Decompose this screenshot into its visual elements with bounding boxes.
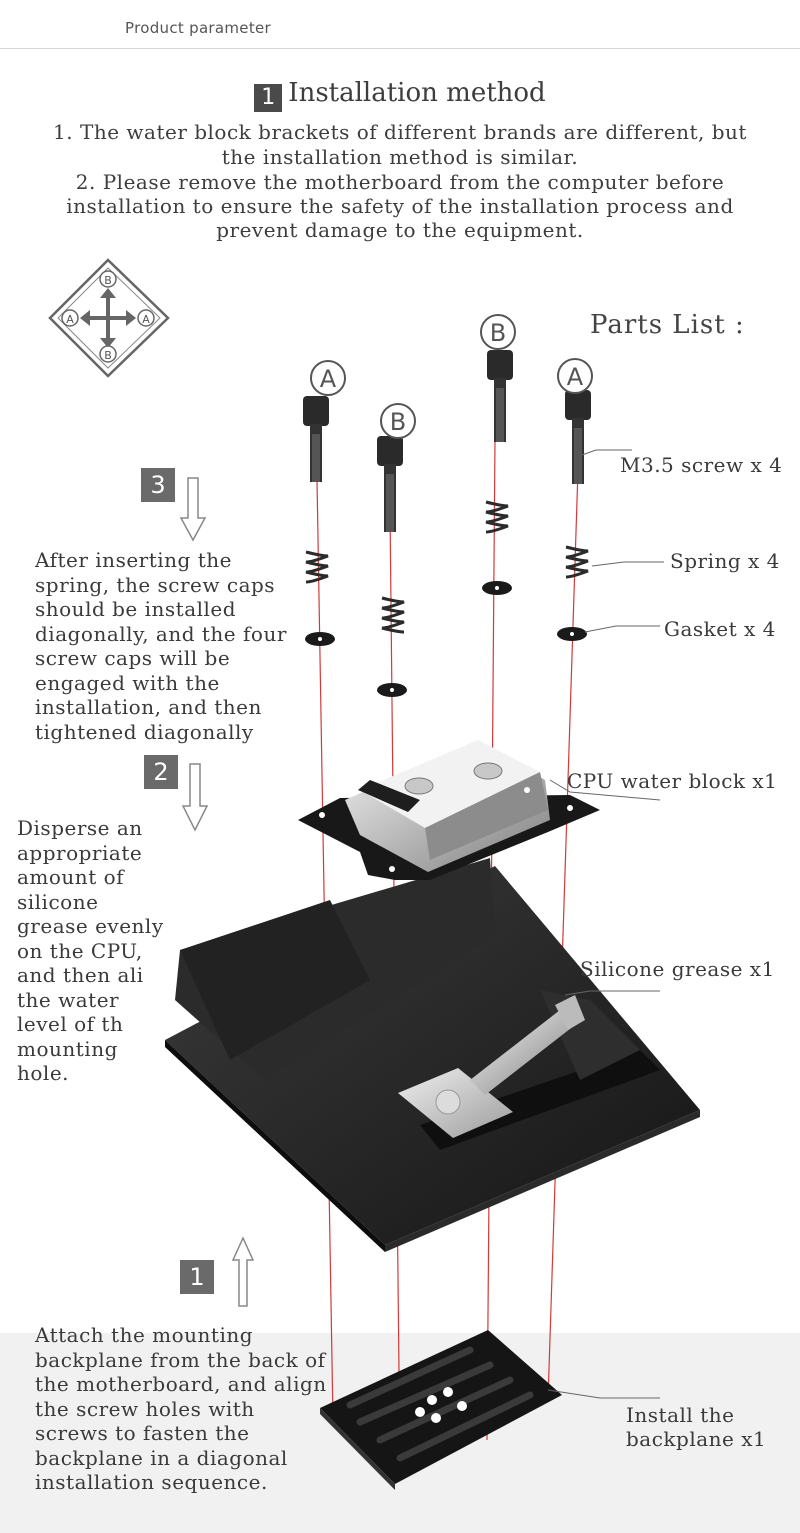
header-label: Product parameter [125, 19, 272, 37]
step-3-down-arrow [179, 477, 207, 542]
legend-left-letter: A [66, 313, 74, 326]
svg-text:B: B [490, 319, 506, 347]
direction-legend-icon: B B A A [48, 258, 170, 378]
step-1-line: the motherboard, and align [35, 1372, 327, 1396]
step-3-text: After inserting the spring, the screw ca… [35, 548, 287, 744]
step-3-line: engaged with the [35, 670, 220, 695]
parts-item-silicone-grease: Silicone grease x1 [580, 957, 775, 981]
springs [305, 500, 589, 634]
step-1-badge: 1 [180, 1260, 214, 1294]
step-1-line: Attach the mounting [35, 1323, 254, 1347]
callout-lines [547, 449, 664, 1399]
step-1-line: backplane from the back of [35, 1347, 326, 1372]
step-3-line: After inserting the [35, 548, 232, 572]
step-2-line: amount of [17, 865, 125, 889]
svg-text:A: A [567, 363, 584, 391]
screw-marker-b-left: B [380, 403, 416, 439]
step-2-line: on the CPU, [17, 938, 143, 963]
step-1-text: Attach the mounting backplane from the b… [35, 1323, 327, 1495]
step-3-line: tightened diagonally [35, 719, 254, 744]
backplane-image [320, 1330, 562, 1490]
step-1-line: screws to fasten the [35, 1421, 250, 1445]
svg-text:A: A [320, 365, 337, 393]
step-3-line: should be installed [35, 597, 237, 621]
step-2-line: the water [17, 987, 120, 1012]
step-2-line: mounting [17, 1036, 118, 1061]
step-2-badge: 2 [144, 755, 178, 789]
parts-item-spring: Spring x 4 [670, 549, 780, 573]
step-2-line: Disperse an [17, 816, 143, 840]
legend-bottom-letter: B [104, 349, 112, 362]
step-1-line: the screw holes with [35, 1396, 255, 1421]
step-1-line: installation sequence. [35, 1470, 268, 1494]
step-3-line: diagonally, and the four [35, 621, 287, 646]
screw-b-left [377, 436, 403, 532]
step-2-line: grease evenly [17, 914, 164, 938]
header-bar: Product parameter [0, 0, 800, 49]
legend-top-letter: B [104, 274, 112, 287]
cpu-water-block-image [298, 740, 600, 880]
title-text: Installation method [288, 78, 546, 108]
screw-a-left [303, 396, 329, 482]
parts-item-backplane-line-2: backplane x1 [626, 1427, 767, 1451]
screw-marker-b-right: B [480, 314, 516, 350]
parts-item-gasket: Gasket x 4 [664, 617, 776, 641]
parts-list-title: Parts List : [590, 310, 745, 340]
step-2-line: level of th [17, 1012, 124, 1036]
step-2-line: hole. [17, 1061, 70, 1085]
title-number-badge: 1 [254, 84, 283, 112]
intro-line-4: installation to ensure the safety of the… [66, 194, 734, 218]
step-2-down-arrow [181, 763, 209, 832]
intro-line-5: prevent damage to the equipment. [216, 218, 584, 242]
screw-b-right [487, 350, 513, 442]
step-2-text: Disperse an appropriate amount of silico… [17, 816, 164, 1086]
step-1-line: backplane in a diagonal [35, 1445, 288, 1470]
step-2-line: and then ali [17, 963, 144, 987]
svg-text:B: B [390, 408, 406, 436]
parts-item-backplane-line-1: Install the [626, 1403, 735, 1427]
parts-item-cpu-water-block: CPU water block x1 [567, 769, 778, 793]
motherboard-image [165, 858, 700, 1252]
step-3-badge: 3 [141, 468, 175, 502]
screw-marker-a-right: A [557, 358, 593, 394]
screw-marker-a-left: A [310, 360, 346, 396]
step-2-line: appropriate [17, 840, 143, 865]
screw-a-right [565, 390, 591, 484]
intro-line-1: 1. The water block brackets of different… [53, 120, 747, 144]
parts-item-screw: M3.5 screw x 4 [620, 453, 783, 477]
step-3-line: spring, the screw caps [35, 572, 276, 597]
intro-line-3: 2. Please remove the motherboard from th… [75, 170, 725, 194]
step-2-line: silicone [17, 889, 99, 914]
intro-line-2: the installation method is similar. [221, 145, 579, 169]
step-3-line: screw caps will be [35, 646, 231, 670]
gaskets [305, 581, 587, 697]
step-1-up-arrow [231, 1236, 255, 1307]
step-3-line: installation, and then [35, 695, 262, 719]
legend-right-letter: A [142, 313, 150, 326]
